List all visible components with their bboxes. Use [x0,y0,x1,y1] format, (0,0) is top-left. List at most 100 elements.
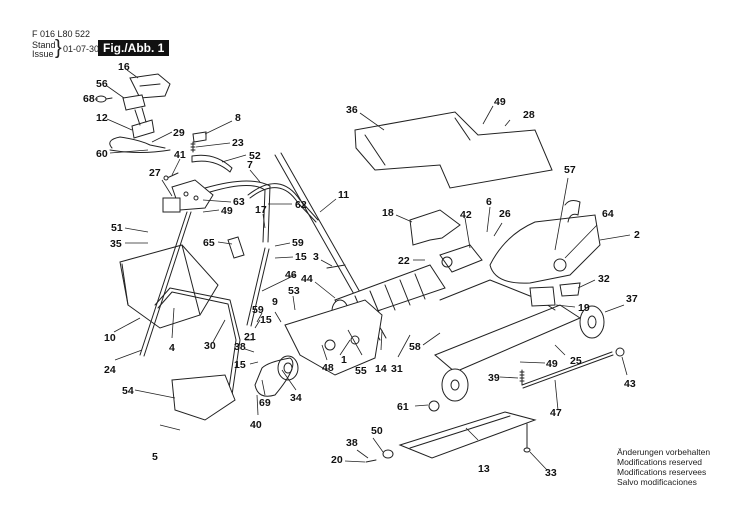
label-13: 13 [478,463,490,475]
leader-lines [95,69,631,471]
label-14: 14 [375,363,387,375]
label-21: 21 [244,331,256,343]
label-48: 48 [322,362,334,374]
label-34: 34 [290,392,302,404]
part-chassis-58 [434,279,582,373]
label-2: 2 [634,229,640,241]
label-41: 41 [174,149,186,161]
label-49-b: 49 [494,96,506,108]
brace: } [55,37,62,59]
part-spring-39 [519,369,525,386]
label-59-b: 59 [252,304,264,316]
part-height-plate-65 [227,236,245,259]
label-49-c: 49 [546,358,558,370]
part-lever-bracket-8 [192,131,207,143]
part-upper-handle-62 [204,180,271,243]
part-handle-rod-24 [139,211,192,357]
note-fr: Modifications reservees [617,467,707,477]
part-axle-pin-3 [326,264,346,269]
label-62: 62 [295,199,307,211]
label-64: 64 [602,208,614,220]
part-hub-cap-61 [428,400,440,412]
part-motor-42 [439,244,483,273]
label-37: 37 [626,293,638,305]
part-rear-axle-47 [521,351,614,389]
part-switch-cover-56 [122,94,146,111]
part-screw-41 [163,172,179,181]
label-29: 29 [173,127,185,139]
part-side-housing-2 [489,214,601,284]
label-65: 65 [203,237,215,249]
label-35: 35 [110,238,122,250]
part-cap-nut-43 [615,347,625,357]
label-56: 56 [96,78,108,90]
label-15-b: 15 [260,314,272,326]
label-49-a: 49 [221,205,233,217]
document-number: F 016 L80 522 [32,29,91,39]
label-38-b: 38 [346,437,358,449]
label-15-c: 15 [234,359,246,371]
label-55: 55 [355,365,367,377]
label-20: 20 [331,454,343,466]
label-11: 11 [338,189,349,201]
label-42: 42 [460,209,472,221]
figure-label: Fig./Abb. 1 [98,40,170,56]
label-57: 57 [564,164,576,176]
label-6: 6 [486,196,492,208]
part-switch-12 [131,107,155,139]
part-front-wheel [441,368,469,402]
part-grass-bag-10 [119,244,219,329]
label-51: 51 [111,222,123,234]
label-36: 36 [346,104,358,116]
label-27: 27 [149,167,161,179]
label-39: 39 [488,372,500,384]
label-58: 58 [409,341,421,353]
label-40: 40 [250,419,262,431]
label-4: 4 [169,342,175,354]
label-53: 53 [288,285,300,297]
part-cable-clip-68 [95,95,113,103]
label-38-a: 38 [234,341,246,353]
label-19: 19 [578,302,590,314]
label-22: 22 [398,255,410,267]
part-pin-33 [523,423,531,453]
label-43: 43 [624,378,636,390]
part-belt-cover-54 [171,374,236,421]
label-61: 61 [397,401,409,413]
part-spacer-50 [382,449,394,459]
label-28: 28 [523,109,535,121]
label-63: 63 [233,196,245,208]
label-10: 10 [104,332,116,344]
label-60: 60 [96,148,108,160]
label-26: 26 [499,208,511,220]
part-motor-cover-18 [409,209,461,246]
part-screw-20 [365,459,377,463]
part-lower-handle-46 [246,247,270,327]
part-rear-wheel-37 [579,305,605,339]
label-59-a: 59 [292,237,304,249]
label-1: 1 [341,354,347,366]
label-69: 69 [259,397,271,409]
label-33: 33 [545,467,557,479]
part-cable-7 [247,183,319,223]
issue-label: Issue [32,49,54,59]
stand-label: Stand [32,40,56,50]
label-32: 32 [598,273,610,285]
label-44: 44 [301,273,313,285]
label-17: 17 [255,204,267,216]
part-gearbox-housing-1 [284,299,383,376]
label-3: 3 [313,251,319,263]
part-drive-belt-40 [254,357,294,397]
part-label-plate-32 [559,282,581,297]
label-30: 30 [204,340,216,352]
label-16: 16 [118,61,130,73]
label-7: 7 [247,159,253,171]
label-46: 46 [285,269,297,281]
note-es: Salvo modificaciones [617,477,697,487]
part-cable-60 [109,136,171,153]
part-rear-flap-13 [398,411,537,459]
callout-labels: 16 56 68 12 29 60 8 23 41 52 27 63 49 7 … [83,61,640,479]
label-68: 68 [83,93,95,105]
label-52: 52 [249,150,261,162]
